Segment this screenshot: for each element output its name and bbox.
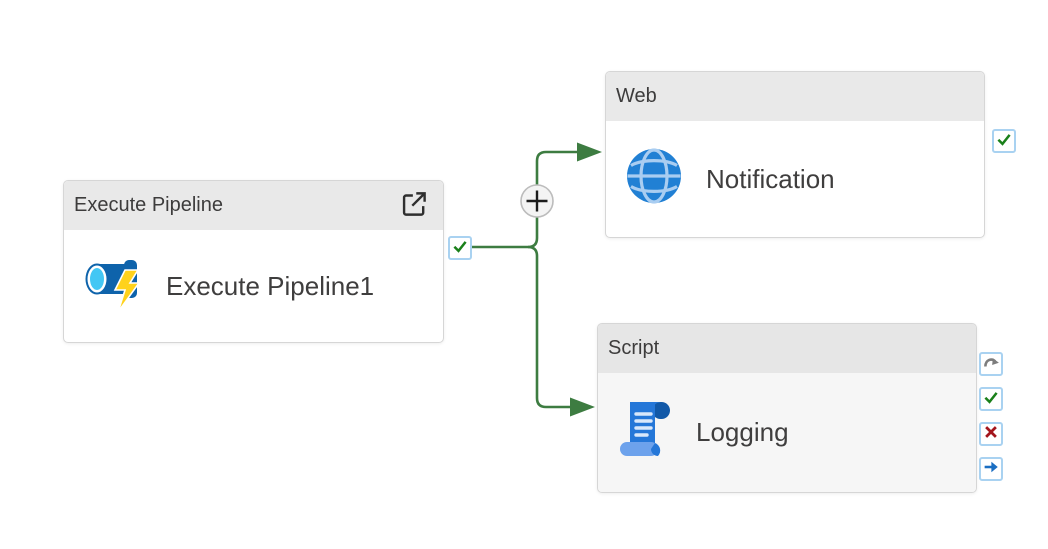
check-icon [451, 237, 469, 260]
globe-icon [624, 146, 684, 213]
plus-icon [526, 190, 548, 212]
activity-node-web[interactable]: Web Notification [605, 71, 1016, 238]
activity-body: Logging [598, 373, 976, 492]
add-activity-button[interactable] [520, 184, 554, 218]
fail-x-icon [982, 423, 1000, 446]
skip-arrow-icon [982, 353, 1000, 376]
connector-arrowhead-script [570, 397, 595, 417]
activity-header: Execute Pipeline [64, 181, 443, 230]
activity-header: Web [606, 72, 984, 121]
connector-success-to-script[interactable] [527, 245, 570, 409]
activity-type-label: Web [616, 85, 657, 107]
activity-type-label: Script [608, 337, 660, 359]
activity-name: Execute Pipeline1 [166, 270, 375, 301]
success-port[interactable] [448, 236, 472, 260]
activity-header: Script [598, 324, 976, 373]
activity-node-execute-pipeline[interactable]: Execute Pipeline [63, 180, 472, 343]
open-pipeline-button[interactable] [395, 187, 433, 225]
activity-name: Notification [706, 163, 835, 194]
check-icon [982, 388, 1000, 411]
fail-port[interactable] [979, 422, 1003, 446]
activity-node-script[interactable]: Script Loggi [597, 323, 1003, 493]
skip-port[interactable] [979, 352, 1003, 376]
connector-arrowhead-web [577, 142, 602, 162]
activity-body: Notification [606, 121, 984, 237]
completion-arrow-icon [982, 458, 1000, 481]
check-icon [995, 130, 1013, 153]
success-port[interactable] [979, 387, 1003, 411]
activity-type-label: Execute Pipeline [74, 194, 223, 216]
activity-body: Execute Pipeline1 [64, 230, 443, 342]
success-port[interactable] [992, 129, 1016, 153]
completion-port[interactable] [979, 457, 1003, 481]
activity-name: Logging [696, 417, 789, 447]
script-scroll-icon [616, 396, 674, 469]
open-in-new-icon [397, 187, 431, 224]
execute-pipeline-icon [82, 250, 144, 323]
